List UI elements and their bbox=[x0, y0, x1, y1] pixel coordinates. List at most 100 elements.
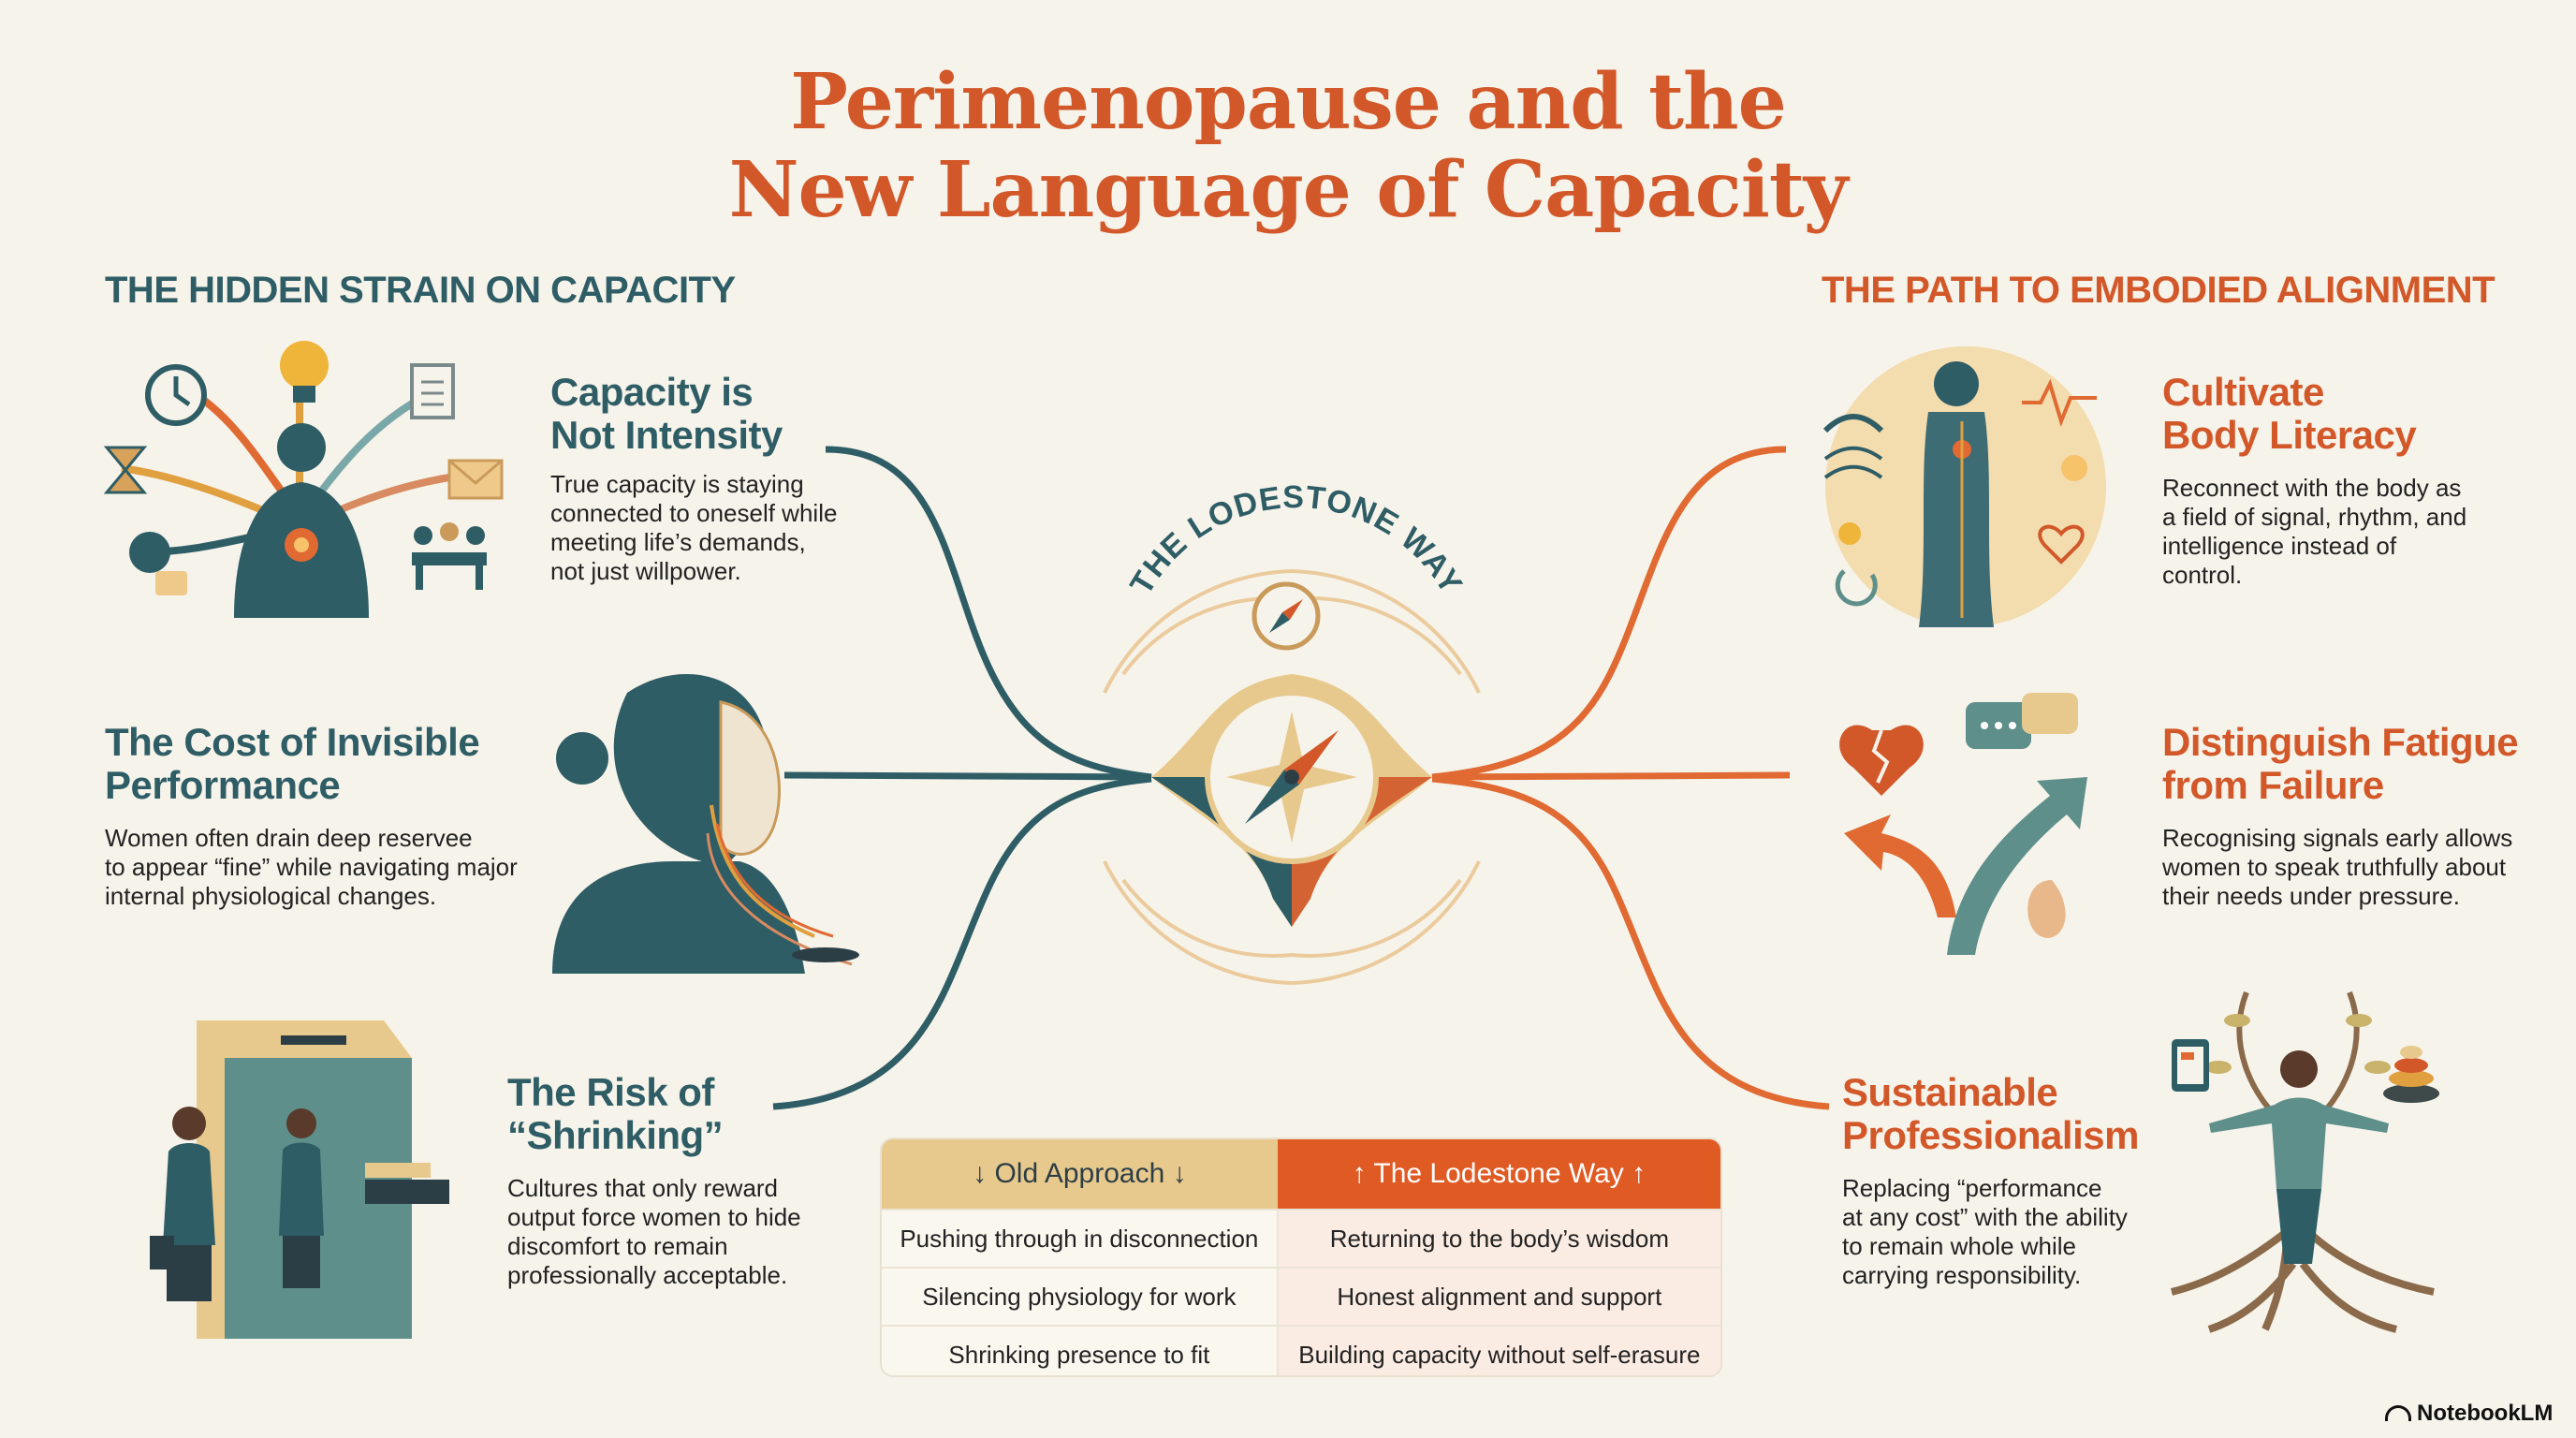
comparison-header-row: ↓ Old Approach ↓ ↑ The Lodestone Way ↑ bbox=[882, 1139, 1720, 1210]
card-body-line: Women often drain deep reservee bbox=[105, 824, 473, 852]
fatigue-failure-illustration bbox=[1839, 693, 2087, 955]
card-body-line: to appear “fine” while navigating major bbox=[105, 853, 518, 881]
new-cell: Building capacity without self-erasure bbox=[1277, 1325, 1720, 1375]
old-approach-header: ↓ Old Approach ↓ bbox=[882, 1139, 1278, 1210]
table-row: Pushing through in disconnection Returni… bbox=[882, 1209, 1720, 1268]
card-body-line: not just willpower. bbox=[550, 557, 741, 585]
card-body-line: to remain whole while bbox=[1842, 1232, 2077, 1260]
heartbeat-icon bbox=[2022, 378, 2097, 428]
card-title: Cultivate Body Literacy bbox=[2162, 371, 2481, 457]
new-cell: Returning to the body’s wisdom bbox=[1277, 1209, 1720, 1268]
card-body-line: True capacity is staying bbox=[550, 470, 804, 498]
card-title: Sustainable Professionalism bbox=[1842, 1071, 2142, 1157]
woman-figure bbox=[2209, 1050, 2389, 1264]
node-dot bbox=[129, 532, 170, 573]
comparison-table: ↓ Old Approach ↓ ↑ The Lodestone Way ↑ P… bbox=[880, 1137, 1722, 1377]
right-branch-bottom bbox=[1431, 775, 1830, 1110]
card-body-line: meeting life’s demands, bbox=[550, 528, 806, 556]
businesswoman-figure-left bbox=[150, 1107, 215, 1301]
card-title-line: Professionalism bbox=[1842, 1113, 2139, 1157]
drop-icon bbox=[1838, 522, 1861, 545]
notebooklm-logo-icon bbox=[2385, 1405, 2411, 1421]
old-cell: Silencing physiology for work bbox=[882, 1267, 1279, 1326]
mask-icon bbox=[719, 700, 781, 856]
card-body-line: at any cost” with the ability bbox=[1842, 1203, 2128, 1231]
card-body-line: Replacing “performance bbox=[1842, 1174, 2102, 1202]
page-title: Perimenopause and the New Language of Ca… bbox=[0, 58, 2576, 234]
card-title-line: The Risk of bbox=[507, 1070, 714, 1114]
ballot-box-icon bbox=[197, 1020, 449, 1339]
card-shrinking: The Risk of “Shrinking” Cultures that on… bbox=[507, 1071, 844, 1290]
document-icon bbox=[410, 363, 455, 419]
new-cell: Honest alignment and support bbox=[1277, 1267, 1720, 1326]
card-body-line: women to speak truthfully about bbox=[2162, 853, 2507, 881]
old-cell: Shrinking presence to fit bbox=[882, 1325, 1279, 1375]
brand-label: NotebookLM bbox=[2417, 1401, 2554, 1426]
lightbulb-icon bbox=[280, 341, 329, 403]
body-literacy-illustration bbox=[1822, 346, 2106, 627]
masked-woman-illustration bbox=[552, 674, 859, 974]
left-branch-bottom bbox=[772, 775, 1152, 1110]
card-invisible-performance: The Cost of Invisible Performance Women … bbox=[105, 721, 535, 911]
card-body-literacy: Cultivate Body Literacy Reconnect with t… bbox=[2162, 371, 2481, 590]
svg-text:THE LODESTONE WAY: THE LODESTONE WAY bbox=[1123, 479, 1470, 601]
card-body: Recognising signals early allows women t… bbox=[2162, 824, 2537, 911]
card-title-line: “Shrinking” bbox=[507, 1113, 724, 1157]
left-section-heading: THE HIDDEN STRAIN ON CAPACITY bbox=[105, 270, 736, 311]
card-body: Women often drain deep reservee to appea… bbox=[105, 824, 535, 911]
arrow-back bbox=[1844, 814, 1956, 917]
left-branch-mid bbox=[783, 771, 1152, 781]
clock-icon bbox=[145, 364, 207, 426]
compass-center bbox=[1151, 674, 1432, 927]
card-body: Reconnect with the body as a field of si… bbox=[2162, 474, 2481, 590]
card-body-line: connected to oneself while bbox=[550, 499, 838, 527]
cycle-icon bbox=[1835, 569, 1878, 607]
heart-icon bbox=[2038, 524, 2085, 565]
rooted-woman-illustration bbox=[2171, 990, 2439, 1333]
card-title-line: Capacity is bbox=[550, 370, 754, 414]
card-body-line: Recognising signals early allows bbox=[2162, 824, 2513, 852]
card-title-line: Not Intensity bbox=[550, 413, 783, 457]
card-title-line: Cultivate bbox=[2162, 370, 2324, 414]
right-branch-mid bbox=[1431, 771, 1791, 781]
old-cell: Pushing through in disconnection bbox=[882, 1209, 1279, 1268]
card-title-line: The Cost of Invisible bbox=[105, 720, 480, 764]
card-sustainable: Sustainable Professionalism Replacing “p… bbox=[1842, 1071, 2142, 1290]
envelope-icon bbox=[447, 459, 504, 500]
card-body-line: carrying responsibility. bbox=[1842, 1261, 2082, 1289]
right-section-heading: THE PATH TO EMBODIED ALIGNMENT bbox=[1822, 270, 2496, 311]
ear-icon bbox=[2027, 880, 2066, 938]
strain-figure-illustration bbox=[103, 341, 504, 618]
wave-icon bbox=[1822, 414, 1884, 479]
businesswoman-figure-right bbox=[279, 1108, 324, 1288]
right-branch-top bbox=[1431, 446, 1787, 781]
left-branch-top bbox=[825, 446, 1152, 781]
broken-heart-icon bbox=[1839, 725, 1924, 796]
card-body-line: Reconnect with the body as bbox=[2162, 474, 2462, 502]
title-line-1: Perimenopause and the bbox=[790, 57, 1787, 147]
title-line-2: New Language of Capacity bbox=[728, 145, 1849, 235]
card-body-line: Cultures that only reward bbox=[507, 1174, 779, 1202]
card-body-line: a field of signal, rhythm, and bbox=[2162, 503, 2467, 531]
ballot-box-illustration bbox=[150, 1020, 449, 1339]
card-body-line: professionally acceptable. bbox=[507, 1261, 788, 1289]
card-title-line: Distinguish Fatigue bbox=[2162, 720, 2519, 764]
meeting-icon bbox=[412, 522, 487, 590]
chat-bubble-icon bbox=[1966, 693, 2078, 749]
card-body-line: intelligence instead of control. bbox=[2162, 532, 2397, 589]
card-title: Distinguish Fatigue from Failure bbox=[2162, 721, 2537, 807]
center-arc-label: THE LODESTONE WAY bbox=[1123, 479, 1469, 601]
card-title: The Risk of “Shrinking” bbox=[507, 1071, 844, 1157]
card-body-line: internal physiological changes. bbox=[105, 882, 437, 910]
table-row: Silencing physiology for work Honest ali… bbox=[882, 1267, 1720, 1326]
card-body: True capacity is staying connected to on… bbox=[550, 470, 850, 586]
hourglass-icon bbox=[103, 446, 148, 494]
card-title-line: from Failure bbox=[2162, 763, 2384, 807]
card-body: Cultures that only reward output force w… bbox=[507, 1174, 844, 1290]
glow-dot bbox=[2061, 455, 2087, 481]
compass-icon bbox=[1251, 581, 1321, 651]
card-title: Capacity is Not Intensity bbox=[550, 371, 850, 457]
card-body-line: their needs under pressure. bbox=[2162, 882, 2460, 910]
lodestone-way-header: ↑ The Lodestone Way ↑ bbox=[1277, 1139, 1720, 1210]
